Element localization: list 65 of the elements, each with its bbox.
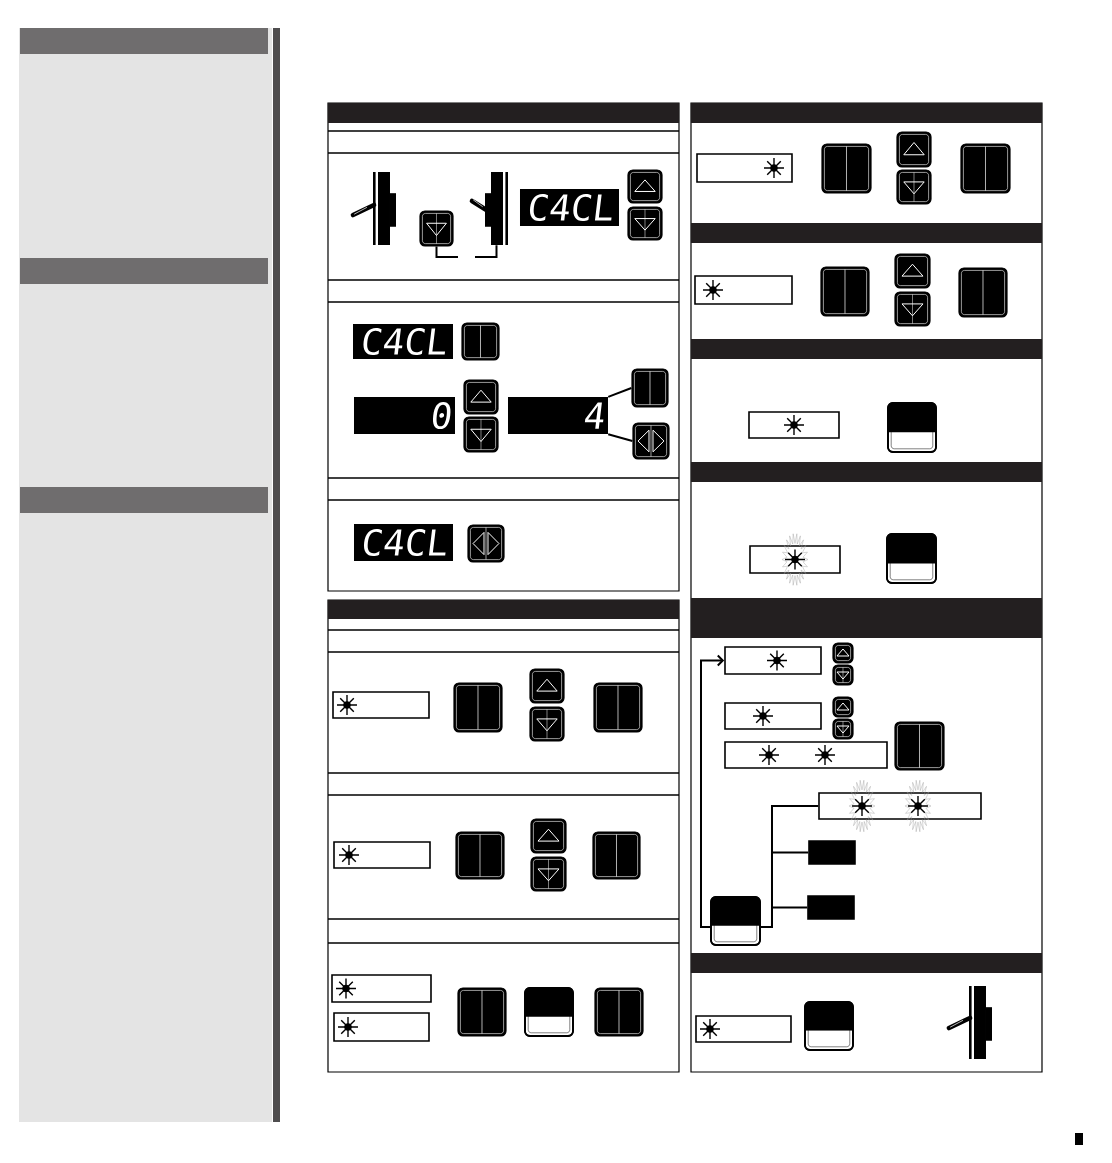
arrow-down-button [896,169,932,205]
blank-display [807,895,855,920]
segment-display: 0 [354,397,455,434]
double-arrow-button [632,422,670,460]
square-button [821,143,872,194]
arrow-up-button [530,818,567,854]
lcd-display [333,841,431,869]
segment-display: C4CL [520,189,619,226]
square-button [820,266,870,317]
arrow-up-button [896,131,932,168]
lcd-display [331,974,432,1003]
leader-line [607,387,633,398]
arrow-down-button [419,210,454,247]
lcd-display [696,153,793,183]
two-tone-button [804,1001,854,1051]
segment-display: C4CL [354,524,453,561]
lcd-display [695,1015,792,1043]
square-button [960,143,1011,194]
two-tone-button [887,402,937,453]
arrow-up-button [529,668,565,704]
square-button [453,682,503,733]
arrow-down-button [832,664,854,686]
arrow-up-button [832,642,854,664]
lcd-display [333,1012,430,1042]
connector-line [474,244,498,258]
lcd-display [332,691,430,719]
leader-line [607,433,634,442]
square-button [894,721,945,771]
square-button [455,831,505,880]
lcd-display [724,702,822,730]
segment-display: 4 [508,397,608,434]
double-arrow-button [467,524,505,563]
arrow-down-button [530,856,567,892]
arrow-up-button [463,379,499,415]
toggle-switch [946,986,992,1059]
square-button [958,267,1008,318]
arrow-down-button [463,416,499,453]
square-button [631,368,669,408]
square-button [457,987,507,1037]
lcd-display [748,411,840,439]
arrow-up-button [832,696,854,718]
two-tone-button [710,896,761,946]
toggle-switch [469,172,508,245]
arrow-up-button [894,253,931,289]
two-tone-button [886,533,937,584]
flow-line [759,906,809,928]
blank-display [808,840,856,865]
lcd-display [694,275,793,305]
lcd-display [749,545,841,574]
segment-display: C4CL [353,324,453,359]
square-button [461,322,500,361]
square-button [593,682,643,733]
lcd-display [724,741,888,769]
arrow-up-button [627,169,663,204]
square-button [592,831,641,880]
lcd-display [724,646,822,675]
arrow-down-button [627,206,663,241]
arrow-down-button [832,718,854,740]
flow-arrow [700,654,725,928]
connector-line [435,245,459,258]
toggle-switch [350,172,396,245]
square-button [594,987,644,1037]
two-tone-button [524,987,574,1037]
arrow-down-button [529,706,565,742]
arrow-down-button [894,291,931,327]
